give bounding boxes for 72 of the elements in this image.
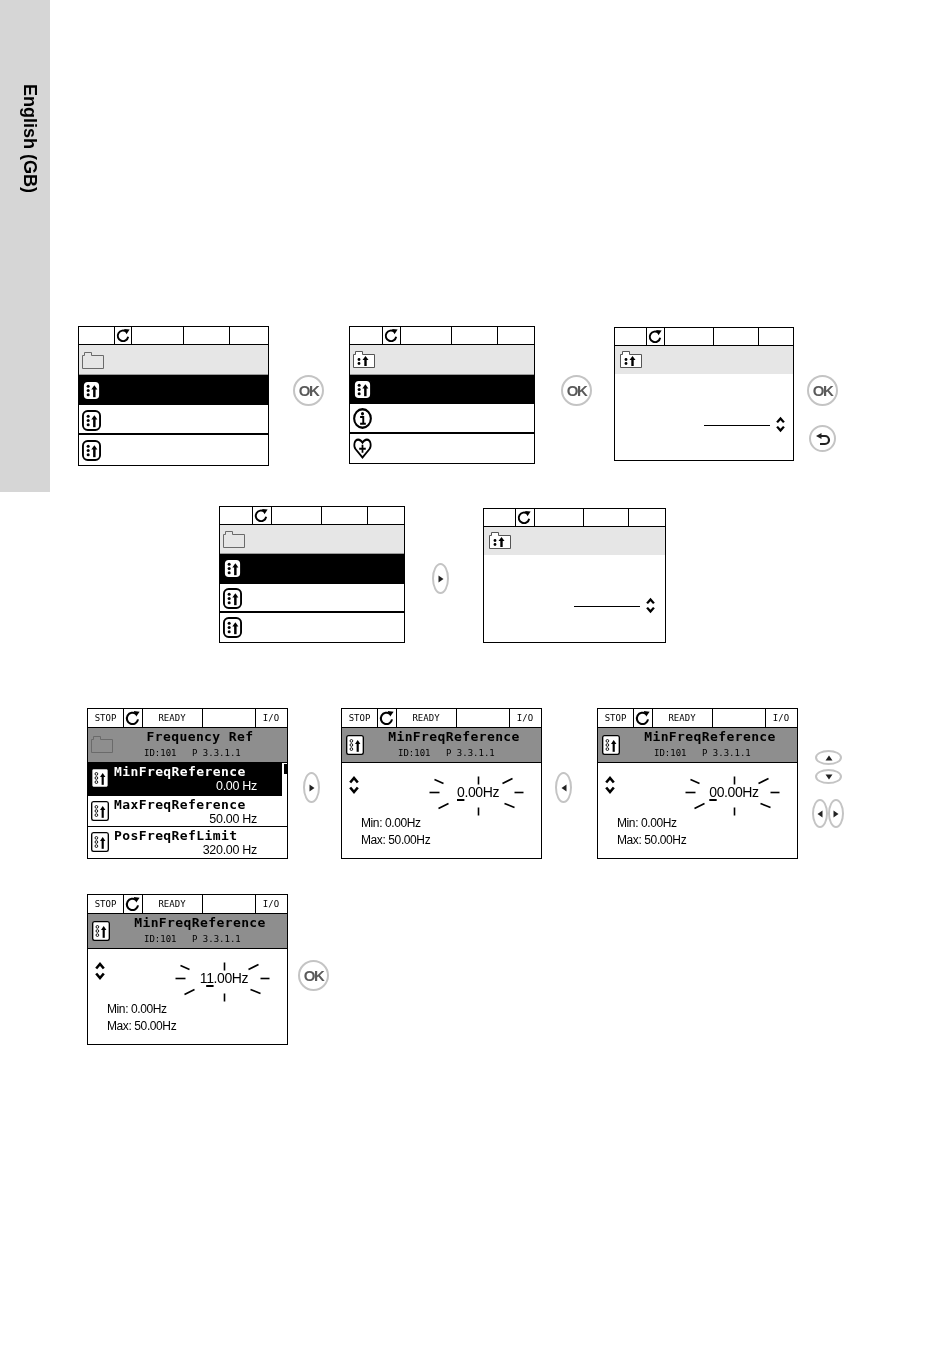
parameter-code: P 3.3.1.1: [192, 749, 241, 758]
left-arrow-key: [812, 799, 828, 828]
value-display: 0.00Hz: [457, 785, 499, 799]
keypad-screen: [614, 327, 794, 461]
status-text: STOP: [94, 900, 117, 909]
screen-title: MinFreqReference: [644, 730, 776, 743]
ok-key: OK: [293, 375, 324, 406]
keypad-screen: [341, 708, 542, 859]
selected-parameter-row: [88, 763, 282, 796]
screen-title: Frequency Ref: [146, 730, 254, 743]
max-limit: Max: 50.00Hz: [107, 1020, 177, 1032]
parameter-code: P 3.3.1.1: [702, 749, 751, 758]
parameter-name: MaxFreqReference: [114, 798, 246, 811]
screen-header: [88, 914, 287, 949]
parameter-value: 0.00 Hz: [216, 780, 257, 793]
screen-header: [88, 728, 287, 763]
right-arrow-key: [432, 563, 449, 594]
value-display: 00.00Hz: [709, 785, 759, 799]
status-text: STOP: [348, 714, 371, 723]
ok-key: OK: [807, 375, 838, 406]
down-arrow-key: [815, 769, 842, 784]
status-text: I/O: [262, 714, 280, 723]
status-text: STOP: [94, 714, 117, 723]
value-display: 11.00Hz: [199, 971, 249, 985]
status-text: READY: [158, 900, 186, 909]
parameter-id: ID:101: [144, 935, 177, 944]
right-arrow-key: [828, 799, 844, 828]
keypad-screen: [87, 894, 288, 1045]
status-text: READY: [412, 714, 440, 723]
keypad-screen: [597, 708, 798, 859]
parameter-name: MinFreqReference: [114, 765, 246, 778]
status-bar: [342, 709, 541, 728]
status-text: STOP: [604, 714, 627, 723]
status-text: READY: [158, 714, 186, 723]
keypad-screen: [349, 326, 535, 464]
max-limit: Max: 50.00Hz: [361, 834, 431, 846]
parameter-id: ID:101: [654, 749, 687, 758]
parameter-code: P 3.3.1.1: [192, 935, 241, 944]
status-text: I/O: [516, 714, 534, 723]
status-bar: [88, 709, 287, 728]
parameter-id: ID:101: [398, 749, 431, 758]
keypad-screen: [87, 708, 288, 859]
back-key: [809, 425, 836, 452]
min-limit: Min: 0.00Hz: [617, 817, 677, 829]
keypad-screen: [78, 326, 269, 466]
right-arrow-key: [303, 772, 320, 803]
language-tab-label: English (GB): [21, 84, 39, 193]
screen-header: [598, 728, 797, 763]
ok-key: OK: [298, 960, 329, 991]
parameter-name: PosFreqRefLimit: [114, 829, 238, 842]
ok-key: OK: [561, 375, 592, 406]
screen-header: [342, 728, 541, 763]
min-limit: Min: 0.00Hz: [361, 817, 421, 829]
status-text: I/O: [772, 714, 790, 723]
min-limit: Min: 0.00Hz: [107, 1003, 167, 1015]
keypad-screen: [483, 508, 666, 643]
status-bar: [598, 709, 797, 728]
parameter-row: [88, 796, 287, 827]
parameter-id: ID:101: [144, 749, 177, 758]
parameter-value: 50.00 Hz: [209, 813, 257, 826]
max-limit: Max: 50.00Hz: [617, 834, 687, 846]
language-tab: [0, 0, 50, 492]
screen-title: MinFreqReference: [388, 730, 520, 743]
left-arrow-key: [555, 772, 572, 803]
parameter-code: P 3.3.1.1: [446, 749, 495, 758]
status-text: READY: [668, 714, 696, 723]
screen-title: MinFreqReference: [134, 916, 266, 929]
status-bar: [88, 895, 287, 914]
parameter-value: 320.00 Hz: [202, 844, 257, 857]
keypad-screen: [219, 506, 405, 643]
up-arrow-key: [815, 750, 842, 765]
status-text: I/O: [262, 900, 280, 909]
